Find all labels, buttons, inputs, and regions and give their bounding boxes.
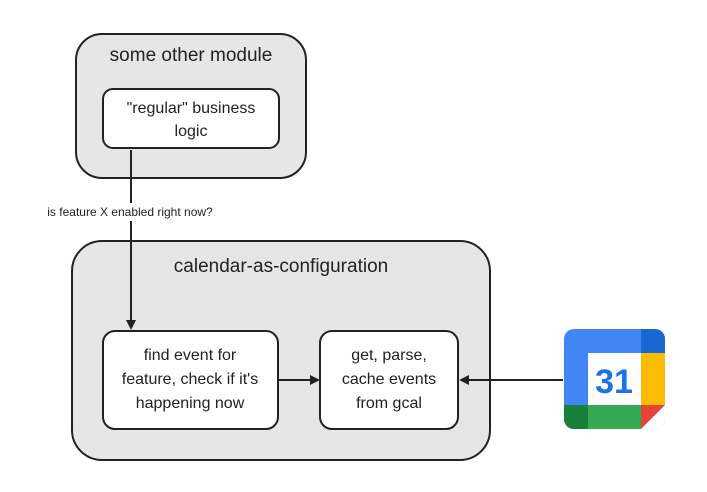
business-logic-line-2: logic xyxy=(175,123,208,140)
business-logic-line-1: "regular" business xyxy=(127,100,256,117)
query-edge: is feature X enabled right now? xyxy=(26,150,234,330)
find-event-line-2: feature, check if it's xyxy=(122,371,258,388)
google-calendar-icon: 31 xyxy=(564,329,665,429)
find-event-line-3: happening now xyxy=(136,395,245,412)
business-logic-node[interactable]: "regular" business logic xyxy=(102,88,280,149)
fetch-events-line-1: get, parse, xyxy=(351,347,427,364)
other-module-title: some other module xyxy=(110,45,273,66)
fetch-events-line-2: cache events xyxy=(342,371,436,388)
find-event-line-1: find event for xyxy=(144,347,237,364)
gcal-day-number: 31 xyxy=(595,363,633,401)
find-event-node[interactable]: find event for feature, check if it's ha… xyxy=(102,330,279,430)
fetch-events-line-3: from gcal xyxy=(356,395,422,412)
calendar-module-title: calendar-as-configuration xyxy=(174,256,388,277)
query-edge-label: is feature X enabled right now? xyxy=(47,205,213,219)
fetch-events-node[interactable]: get, parse, cache events from gcal xyxy=(319,330,459,430)
